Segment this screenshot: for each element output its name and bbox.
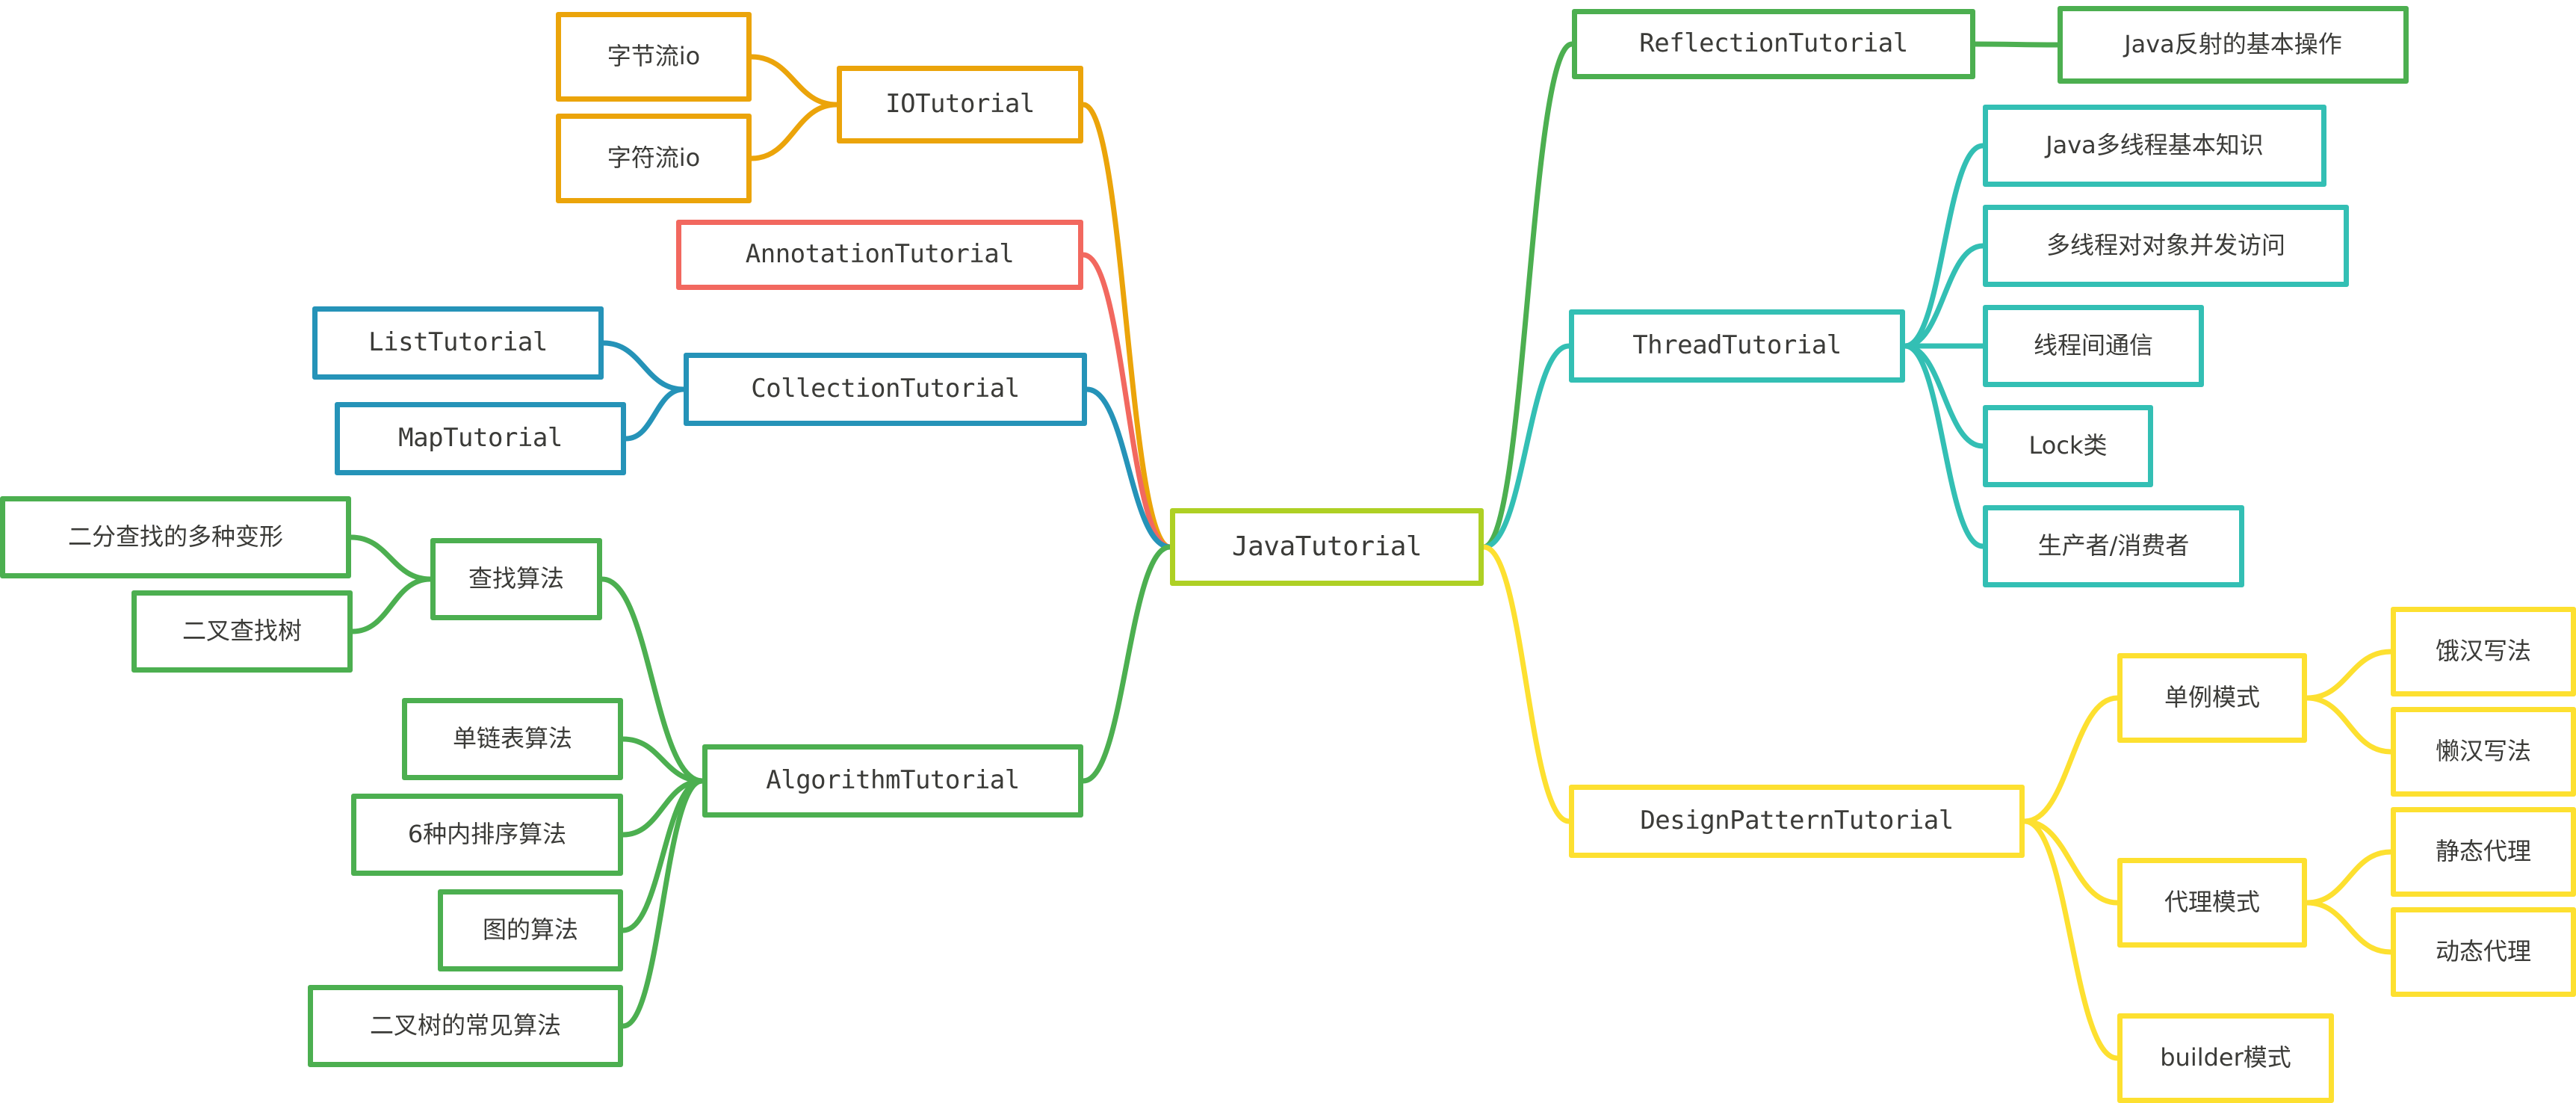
edge-linkedlist_alg-to-algorithm bbox=[620, 736, 705, 784]
node-label: Java多线程基本知识 bbox=[2046, 131, 2264, 160]
edge-annotation-to-root bbox=[1080, 252, 1173, 550]
edge-io_char-to-io bbox=[749, 102, 840, 161]
node-search_alg[interactable]: 查找算法 bbox=[430, 538, 602, 620]
node-label: 代理模式 bbox=[2164, 888, 2260, 917]
node-thread_concur[interactable]: 多线程对对象并发访问 bbox=[1983, 205, 2349, 287]
node-label: 多线程对对象并发访问 bbox=[2046, 231, 2285, 260]
node-thread[interactable]: ThreadTutorial bbox=[1569, 309, 1905, 383]
node-label: Lock类 bbox=[2028, 431, 2108, 460]
node-reflection_base[interactable]: Java反射的基本操作 bbox=[2058, 6, 2409, 84]
node-io[interactable]: IOTutorial bbox=[837, 66, 1083, 143]
node-label: 线程间通信 bbox=[2033, 331, 2153, 360]
node-label: ReflectionTutorial bbox=[1639, 28, 1908, 59]
node-binary_variants[interactable]: 二分查找的多种变形 bbox=[0, 496, 351, 578]
node-label: IOTutorial bbox=[885, 89, 1035, 120]
node-eager[interactable]: 饿汉写法 bbox=[2391, 607, 2576, 696]
node-label: Java反射的基本操作 bbox=[2124, 30, 2342, 59]
node-label: ThreadTutorial bbox=[1632, 330, 1842, 361]
edge-algorithm-to-root bbox=[1080, 544, 1173, 784]
node-builder[interactable]: builder模式 bbox=[2117, 1013, 2334, 1103]
node-label: 字符流io bbox=[607, 143, 701, 173]
edge-thread-to-thread_concur bbox=[1902, 243, 1986, 349]
edge-singleton-to-lazy bbox=[2304, 695, 2394, 755]
node-label: 饿汉写法 bbox=[2435, 637, 2531, 666]
edge-reflection-to-reflection_base bbox=[1972, 41, 2061, 48]
edge-graph_alg-to-algorithm bbox=[620, 778, 705, 933]
node-map[interactable]: MapTutorial bbox=[335, 402, 626, 475]
node-label: MapTutorial bbox=[398, 423, 563, 454]
node-label: 静态代理 bbox=[2435, 837, 2531, 866]
node-graph_alg[interactable]: 图的算法 bbox=[438, 889, 623, 971]
edge-io-to-root bbox=[1080, 102, 1173, 550]
node-thread_lock[interactable]: Lock类 bbox=[1983, 405, 2153, 487]
edge-tree_alg-to-algorithm bbox=[620, 778, 705, 1029]
node-thread_basic[interactable]: Java多线程基本知识 bbox=[1983, 105, 2326, 187]
node-label: 二叉树的常见算法 bbox=[369, 1011, 561, 1040]
node-list[interactable]: ListTutorial bbox=[312, 306, 604, 380]
edge-thread-to-thread_basic bbox=[1902, 143, 1986, 349]
node-label: 动态代理 bbox=[2435, 937, 2531, 966]
edge-proxy-to-static_proxy bbox=[2304, 849, 2394, 906]
edge-io_byte-to-io bbox=[749, 54, 840, 108]
node-label: ListTutorial bbox=[368, 327, 548, 358]
node-collection[interactable]: CollectionTutorial bbox=[684, 353, 1087, 426]
node-label: 懒汉写法 bbox=[2435, 737, 2531, 766]
edge-map-to-collection bbox=[623, 386, 687, 442]
node-bst[interactable]: 二叉查找树 bbox=[131, 590, 353, 673]
node-label: 字节流io bbox=[607, 42, 701, 71]
node-singleton[interactable]: 单例模式 bbox=[2117, 653, 2307, 743]
edge-design-to-builder bbox=[2022, 818, 2120, 1061]
edge-collection-to-root bbox=[1084, 386, 1173, 550]
edge-thread-to-thread_lock bbox=[1902, 343, 1986, 449]
node-static_proxy[interactable]: 静态代理 bbox=[2391, 807, 2576, 897]
node-thread_comm[interactable]: 线程间通信 bbox=[1983, 305, 2204, 387]
node-lazy[interactable]: 懒汉写法 bbox=[2391, 707, 2576, 797]
node-reflection[interactable]: ReflectionTutorial bbox=[1572, 9, 1975, 79]
node-label: DesignPatternTutorial bbox=[1640, 806, 1954, 836]
edge-design-to-singleton bbox=[2022, 695, 2120, 824]
node-label: 生产者/消费者 bbox=[2037, 531, 2190, 560]
node-linkedlist_alg[interactable]: 单链表算法 bbox=[402, 698, 623, 780]
edge-design-to-proxy bbox=[2022, 818, 2120, 906]
node-annotation[interactable]: AnnotationTutorial bbox=[676, 220, 1083, 290]
node-label: 查找算法 bbox=[468, 564, 564, 593]
node-label: 二分查找的多种变形 bbox=[67, 522, 283, 552]
edge-thread-to-thread_prodcons bbox=[1902, 343, 1986, 549]
node-io_char[interactable]: 字符流io bbox=[556, 114, 752, 203]
node-label: 单例模式 bbox=[2164, 683, 2260, 712]
node-io_byte[interactable]: 字节流io bbox=[556, 12, 752, 102]
edge-root-to-reflection bbox=[1481, 41, 1575, 550]
node-sort_alg[interactable]: 6种内排序算法 bbox=[351, 794, 623, 876]
edge-root-to-thread bbox=[1481, 343, 1572, 550]
node-label: 单链表算法 bbox=[452, 724, 572, 753]
node-proxy[interactable]: 代理模式 bbox=[2117, 858, 2307, 948]
node-label: AnnotationTutorial bbox=[745, 239, 1015, 270]
edge-proxy-to-dynamic_proxy bbox=[2304, 900, 2394, 955]
node-label: CollectionTutorial bbox=[751, 374, 1020, 404]
edge-singleton-to-eager bbox=[2304, 649, 2394, 701]
edge-root-to-design bbox=[1481, 544, 1572, 824]
node-algorithm[interactable]: AlgorithmTutorial bbox=[702, 744, 1083, 818]
edge-list-to-collection bbox=[601, 340, 687, 392]
node-label: 6种内排序算法 bbox=[407, 820, 567, 849]
node-label: AlgorithmTutorial bbox=[766, 765, 1020, 796]
node-label: JavaTutorial bbox=[1231, 531, 1422, 563]
node-tree_alg[interactable]: 二叉树的常见算法 bbox=[308, 985, 623, 1067]
node-label: 二叉查找树 bbox=[182, 617, 302, 646]
node-label: 图的算法 bbox=[482, 915, 578, 945]
node-dynamic_proxy[interactable]: 动态代理 bbox=[2391, 907, 2576, 997]
node-label: builder模式 bbox=[2160, 1043, 2291, 1072]
node-thread_prodcons[interactable]: 生产者/消费者 bbox=[1983, 505, 2244, 587]
edge-bst-to-search_alg bbox=[350, 576, 433, 634]
node-design[interactable]: DesignPatternTutorial bbox=[1569, 785, 2025, 858]
edge-sort_alg-to-algorithm bbox=[620, 778, 705, 838]
node-root[interactable]: JavaTutorial bbox=[1170, 508, 1484, 586]
edge-binary_variants-to-search_alg bbox=[348, 534, 433, 582]
